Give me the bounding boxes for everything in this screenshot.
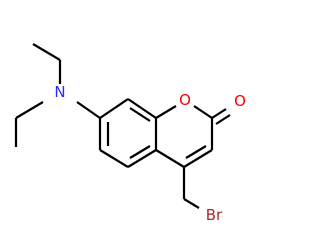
- bond-c4-c4a: [155, 149, 185, 168]
- structure-canvas: N O O Br: [14, 43, 246, 224]
- bond-c8a-o1: [155, 105, 177, 119]
- ring-oxygen-atom-label: O: [179, 91, 191, 109]
- bond-ethyl2-ch2: [15, 101, 44, 119]
- bond-ch2-br: [183, 198, 200, 209]
- bond-c7-c8: [99, 98, 129, 119]
- bond-c5-c6: [99, 149, 129, 168]
- bond-c2-carbonyl: [211, 108, 227, 119]
- bromine-atom-label: Br: [206, 206, 223, 224]
- bond-n-c7: [76, 101, 101, 119]
- coumarin-structure-diagram: N O O Br: [14, 43, 246, 224]
- carbonyl-oxygen-atom-label: O: [234, 92, 246, 110]
- bond-c3-c4-inner: [185, 145, 207, 159]
- bond-c8-c8a-inner: [129, 107, 151, 122]
- bond-c4a-c5: [127, 149, 157, 168]
- bond-c4a-c5-inner: [129, 145, 151, 159]
- bond-ethyl1-ch3: [32, 43, 61, 61]
- bond-o1-c2: [193, 105, 213, 119]
- bond-c2-carbonyl-second: [215, 114, 231, 125]
- bond-c3-c4: [183, 149, 213, 168]
- nitrogen-atom-label: N: [54, 83, 65, 101]
- bond-c8-c8a: [127, 98, 157, 119]
